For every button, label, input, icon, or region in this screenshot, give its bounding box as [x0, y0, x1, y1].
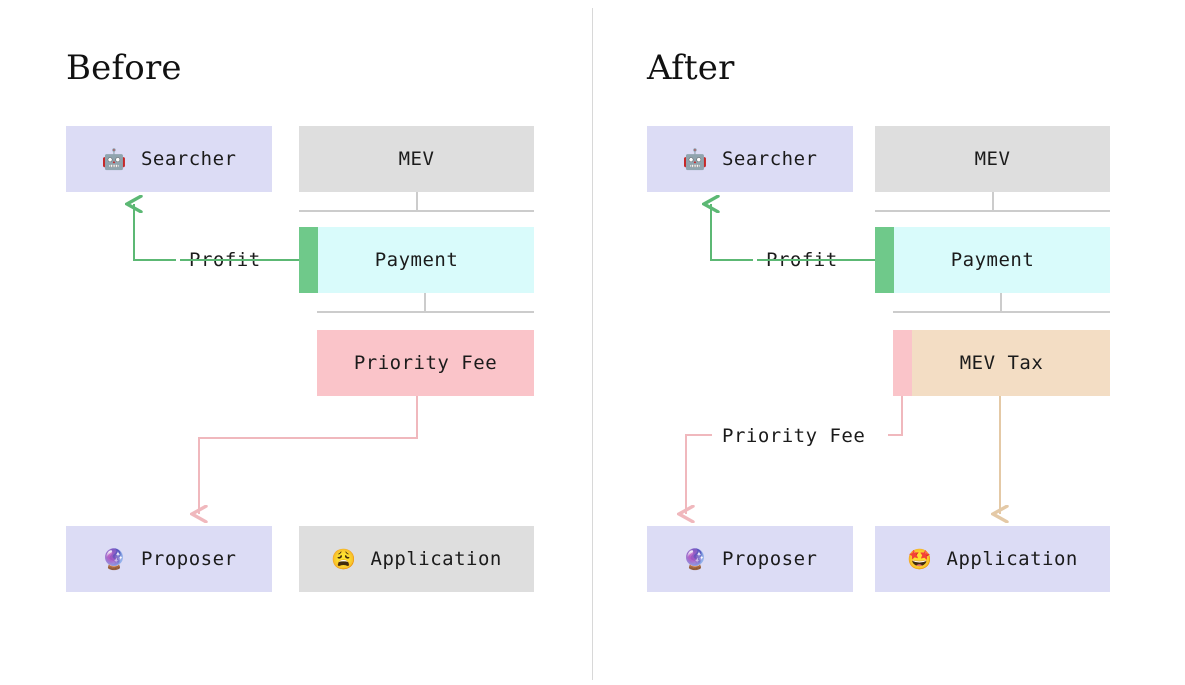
before-bracket-mev-line — [299, 210, 534, 212]
before-bracket-payment-tick — [424, 293, 426, 313]
panel-title-before: Before — [66, 48, 182, 88]
before-profit-strip — [299, 227, 318, 293]
panel-divider — [592, 8, 593, 680]
panel-title-after: After — [647, 48, 735, 88]
star-struck-face-icon: 🤩 — [907, 547, 933, 571]
after-bracket-mev-line — [875, 210, 1110, 212]
after-proposer-label: Proposer — [721, 548, 818, 570]
before-payment-label: Payment — [374, 249, 459, 271]
before-application-box: 😩 Application — [299, 526, 534, 592]
after-profit-strip — [875, 227, 894, 293]
after-priority-fee-label: Priority Fee — [713, 425, 875, 447]
after-proposer-box: 🔮 Proposer — [647, 526, 853, 592]
after-mev-label: MEV — [974, 148, 1011, 170]
before-priority-fee-label: Priority Fee — [353, 352, 498, 374]
crystal-ball-icon: 🔮 — [101, 547, 127, 571]
before-priority-fee-box: Priority Fee — [317, 330, 534, 396]
after-payment-label: Payment — [950, 249, 1035, 271]
before-searcher-box: 🤖 Searcher — [66, 126, 272, 192]
before-payment-box: Payment — [299, 227, 534, 293]
weary-face-icon: 😩 — [331, 547, 357, 571]
after-mev-tax-label: MEV Tax — [959, 352, 1044, 374]
after-payment-box: Payment — [875, 227, 1110, 293]
before-mev-box: MEV — [299, 126, 534, 192]
before-bracket-payment-line — [317, 311, 534, 313]
before-application-label: Application — [370, 548, 502, 570]
before-profit-label: Profit — [180, 249, 270, 271]
before-bracket-mev-tick — [416, 192, 418, 212]
after-priority-fee-arrow — [686, 434, 712, 514]
before-searcher-label: Searcher — [140, 148, 237, 170]
after-application-box: 🤩 Application — [875, 526, 1110, 592]
after-priority-fee-line-right — [888, 396, 903, 436]
after-bracket-mev-tick — [992, 192, 994, 212]
after-priority-fee-strip — [893, 330, 912, 396]
after-bracket-payment-line — [893, 311, 1110, 313]
before-mev-label: MEV — [398, 148, 435, 170]
after-searcher-box: 🤖 Searcher — [647, 126, 853, 192]
after-profit-line-left — [711, 204, 753, 261]
after-application-label: Application — [946, 548, 1078, 570]
before-profit-line-left — [134, 204, 176, 261]
after-searcher-label: Searcher — [721, 148, 818, 170]
robot-face-icon: 🤖 — [682, 147, 708, 171]
before-priority-fee-arrow — [199, 396, 418, 514]
after-profit-label: Profit — [757, 249, 847, 271]
after-mev-tax-box: MEV Tax — [893, 330, 1110, 396]
robot-face-icon: 🤖 — [101, 147, 127, 171]
before-proposer-label: Proposer — [140, 548, 237, 570]
after-mev-box: MEV — [875, 126, 1110, 192]
crystal-ball-icon: 🔮 — [682, 547, 708, 571]
before-proposer-box: 🔮 Proposer — [66, 526, 272, 592]
after-bracket-payment-tick — [1000, 293, 1002, 313]
